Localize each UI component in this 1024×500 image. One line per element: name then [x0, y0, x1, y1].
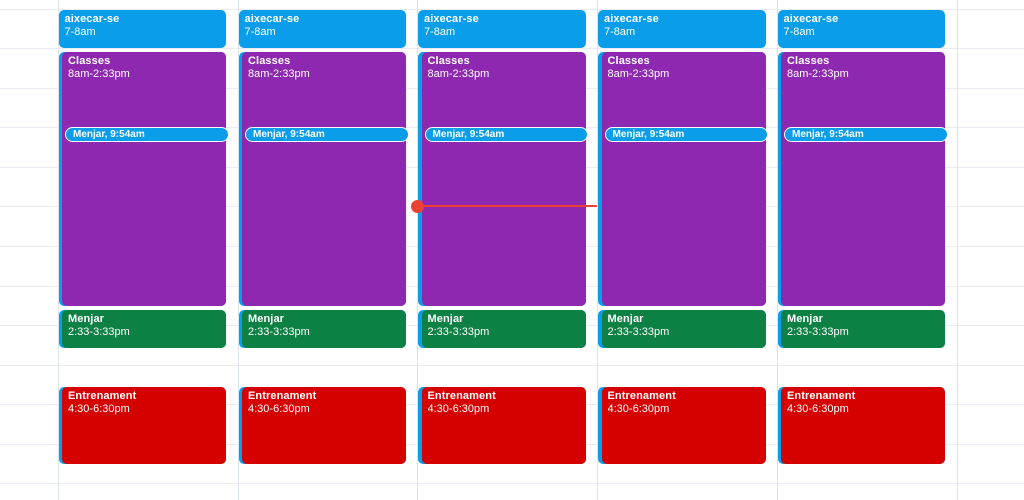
reminder-chip-label: Menjar, 9:54am: [432, 128, 505, 140]
day-gridline: [417, 0, 418, 500]
event-time: 8am-2:33pm: [427, 67, 490, 80]
event-time: 4:30-6:30pm: [787, 402, 849, 415]
event-time: 4:30-6:30pm: [427, 402, 490, 415]
event-title: Entrenament: [248, 389, 317, 402]
event-time: 8am-2:33pm: [787, 67, 849, 80]
day-gridline: [776, 0, 778, 500]
event-title: Classes: [248, 54, 291, 67]
day-gridline: [597, 0, 598, 500]
event-time: 2:33-3:33pm: [607, 325, 670, 338]
event-title: aixecar-se: [783, 13, 839, 25]
event-time: 4:30-6:30pm: [607, 402, 670, 415]
event-title: Menjar: [607, 312, 644, 325]
reminder-chip[interactable]: Menjar, 9:54am: [604, 126, 768, 142]
reminder-chip-label: Menjar, 9:54am: [253, 128, 325, 140]
event-title: Menjar: [787, 312, 824, 325]
hour-gridline: [0, 364, 1024, 366]
event-title: Classes: [427, 54, 470, 67]
reminder-chip-label: Menjar, 9:54am: [612, 128, 685, 140]
event-title: aixecar-se: [604, 13, 659, 25]
event-time: 2:33-3:33pm: [427, 325, 490, 338]
event-title: Classes: [787, 54, 830, 67]
hour-gridline: [0, 48, 1024, 50]
event-time: 7-8am: [244, 26, 276, 38]
event-time: 8am-2:33pm: [248, 67, 310, 80]
day-gridline: [237, 0, 239, 500]
event-title: Entrenament: [427, 389, 496, 402]
event-time: 7-8am: [604, 26, 636, 38]
hour-gridline: [0, 483, 1024, 485]
event-time: 7-8am: [783, 26, 815, 38]
event-title: aixecar-se: [64, 13, 120, 25]
reminder-chip[interactable]: Menjar, 9:54am: [784, 126, 948, 142]
event-title: aixecar-se: [424, 13, 479, 25]
event-time: 7-8am: [64, 26, 96, 38]
event-time: 8am-2:33pm: [68, 67, 130, 80]
event-time: 4:30-6:30pm: [68, 402, 130, 415]
event-title: aixecar-se: [244, 13, 300, 25]
event-title: Entrenament: [787, 389, 856, 402]
current-time-line: [417, 205, 597, 207]
event-title: Menjar: [248, 312, 285, 325]
reminder-chip-label: Menjar, 9:54am: [792, 128, 864, 140]
day-gridline: [57, 0, 59, 500]
current-time-dot: [410, 199, 424, 213]
event-time: 2:33-3:33pm: [787, 325, 849, 338]
reminder-chip-label: Menjar, 9:54am: [73, 128, 145, 140]
event-time: 7-8am: [424, 26, 456, 38]
hour-gridline: [0, 8, 1024, 10]
reminder-chip[interactable]: Menjar, 9:54am: [65, 126, 229, 142]
event-time: 2:33-3:33pm: [68, 325, 130, 338]
day-gridline: [956, 0, 958, 500]
event-title: Entrenament: [607, 389, 676, 402]
event-title: Menjar: [68, 312, 105, 325]
event-title: Menjar: [427, 312, 464, 325]
event-title: Classes: [607, 54, 650, 67]
event-time: 2:33-3:33pm: [248, 325, 310, 338]
event-time: 8am-2:33pm: [607, 67, 670, 80]
event-title: Entrenament: [68, 389, 137, 402]
reminder-chip[interactable]: Menjar, 9:54am: [424, 126, 588, 142]
event-time: 4:30-6:30pm: [248, 402, 310, 415]
event-title: Classes: [68, 54, 111, 67]
reminder-chip[interactable]: Menjar, 9:54am: [245, 126, 409, 142]
